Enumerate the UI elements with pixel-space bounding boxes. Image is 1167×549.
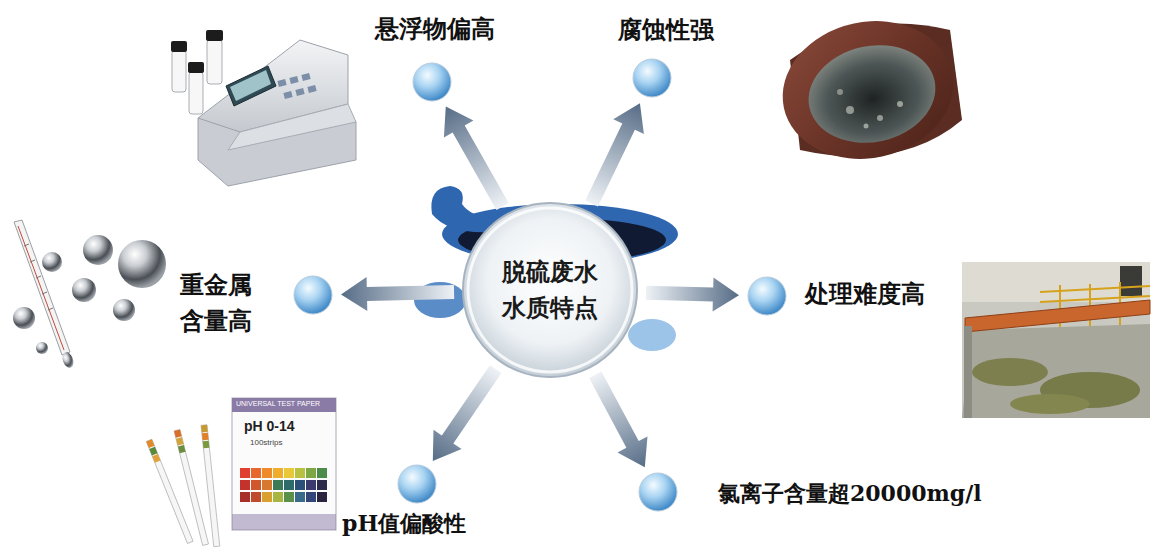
blue-ball-shape (633, 59, 671, 97)
ball-node: pH值偏酸性 (397, 464, 437, 504)
ball-node: 重金属 含量高 (293, 275, 333, 315)
feature-label: 处理难度高 (805, 280, 925, 309)
ball-node: 氯离子含量超20000mg/l (638, 472, 678, 512)
mercury-illustration (13, 220, 166, 369)
ph-strips-illustration (146, 398, 336, 547)
flow-arrow (341, 277, 454, 311)
flow-arrow (444, 106, 509, 210)
blue-ball (638, 472, 678, 512)
ball-node: 腐蚀性强 (632, 58, 672, 98)
flow-arrow (585, 103, 644, 206)
box-print: UNIVERSAL TEST PAPER (236, 400, 320, 407)
blue-ball-shape (413, 63, 451, 101)
ball-node: 悬浮物偏高 (412, 62, 452, 102)
centre-circle: 脱硫废水 水质特点 (462, 202, 638, 378)
corroded-pipe-photo (770, 6, 967, 175)
glass-circle (462, 202, 638, 378)
glass-rim (468, 208, 632, 372)
box-print: pH 0-14 (244, 418, 295, 434)
blue-ball-shape (398, 465, 436, 503)
treatment-tank-photo (962, 262, 1150, 418)
flow-arrow (646, 278, 739, 312)
feature-label: pH值偏酸性 (342, 510, 466, 536)
feature-label: 悬浮物偏高 (375, 15, 495, 44)
spectrophotometer-illustration (171, 30, 356, 186)
centre-title: 脱硫废水 水质特点 (497, 254, 603, 326)
blue-ball-shape (639, 473, 677, 511)
blue-ball-shape (748, 277, 786, 315)
feature-label: 腐蚀性强 (618, 16, 714, 45)
blue-ball (747, 276, 787, 316)
centre-text-box: 脱硫废水 水质特点 (462, 202, 638, 378)
blue-ball (412, 62, 452, 102)
blue-ball (397, 464, 437, 504)
feature-label: 氯离子含量超20000mg/l (718, 480, 982, 506)
feature-label: 重金属 含量高 (180, 267, 262, 339)
flow-arrow (589, 371, 647, 467)
glass-circle-shape (463, 203, 637, 377)
ball-node: 处理难度高 (747, 276, 787, 316)
box-print: 100strips (250, 438, 282, 447)
blue-ball (293, 275, 333, 315)
blue-ball (632, 58, 672, 98)
flow-arrow (433, 365, 502, 461)
blue-ball-shape (294, 276, 332, 314)
